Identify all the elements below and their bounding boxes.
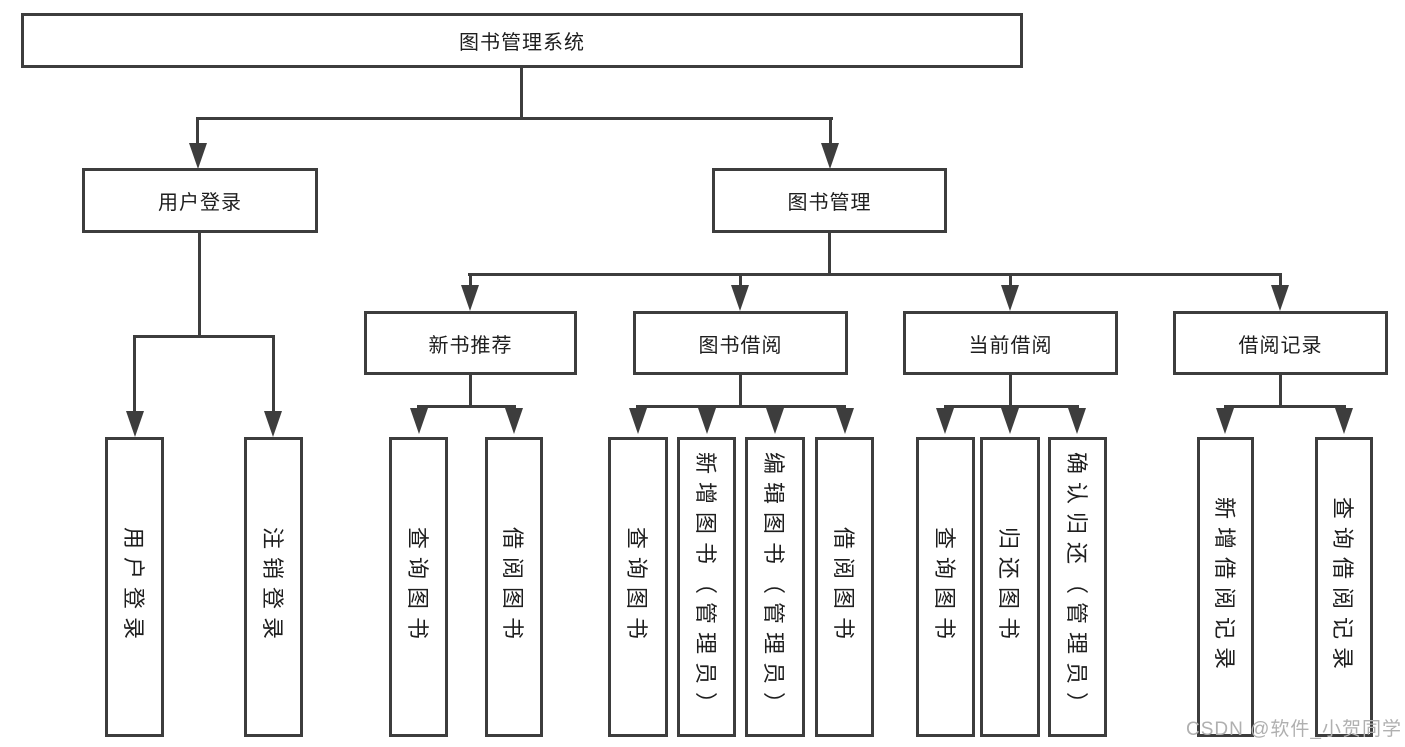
- csdn-watermark: CSDN @软件_小贺同学: [1186, 719, 1402, 740]
- leaf-label: 注销登录: [259, 526, 285, 648]
- leaf-label: 查询图书: [404, 526, 430, 648]
- node-current-borrowing: 当前借阅: [903, 311, 1118, 375]
- arrowhead-to-book-management: [821, 143, 839, 169]
- node-borrowing-records-label: 借阅记录: [1238, 334, 1323, 357]
- arrowhead-to-leaf-user-login: [126, 411, 144, 437]
- connector-sec0-bar: [417, 405, 516, 408]
- connector-book-mgmt-bar: [468, 273, 1282, 276]
- connector-drop-book-borrowing: [739, 273, 742, 287]
- leaf-label: 借阅图书: [830, 526, 856, 648]
- node-new-book-recommendation: 新书推荐: [364, 311, 577, 375]
- connector-root-drop-right: [829, 117, 832, 145]
- leaf-edit-books-admin: 编辑图书（管理员）: [745, 437, 805, 737]
- leaf-query-books-recommend: 查询图书: [389, 437, 448, 737]
- arrowhead-to-leaf-logout: [264, 411, 282, 437]
- connector-sec3-bar: [1224, 405, 1346, 408]
- connector-root-stem: [520, 68, 523, 117]
- leaf-add-borrow-record: 新增借阅记录: [1197, 437, 1254, 737]
- arrowhead-sec2-leaf-2: [1001, 408, 1019, 434]
- leaf-return-books: 归还图书: [980, 437, 1040, 737]
- connector-drop-borrowing-records: [1279, 273, 1282, 287]
- arrowhead-sec1-leaf-3: [766, 408, 784, 434]
- connector-user-login-stem: [198, 233, 201, 335]
- connector-root-drop-left: [196, 117, 199, 145]
- leaf-label: 编辑图书（管理员）: [761, 451, 787, 723]
- leaf-label: 查询图书: [931, 526, 957, 648]
- leaf-label: 新增图书（管理员）: [692, 451, 718, 723]
- connector-sec3-stem: [1279, 374, 1282, 408]
- arrowhead-to-book-borrowing: [731, 285, 749, 311]
- leaf-borrow-books-borrowing: 借阅图书: [815, 437, 874, 737]
- node-new-book-recommendation-label: 新书推荐: [428, 334, 513, 357]
- leaf-label: 查询图书: [624, 526, 650, 648]
- arrowhead-sec2-leaf-1: [936, 408, 954, 434]
- connector-user-login-drop-2: [272, 335, 275, 412]
- leaf-confirm-return-admin: 确认归还（管理员）: [1048, 437, 1107, 737]
- node-current-borrowing-label: 当前借阅: [968, 334, 1053, 357]
- arrowhead-sec1-leaf-2: [698, 408, 716, 434]
- node-user-login-label: 用户登录: [158, 192, 242, 214]
- leaf-user-login: 用户登录: [105, 437, 164, 737]
- connector-sec2-stem: [1009, 374, 1012, 408]
- node-book-borrowing: 图书借阅: [633, 311, 848, 375]
- leaf-label: 归还图书: [996, 526, 1022, 648]
- arrowhead-sec3-leaf-1: [1216, 408, 1234, 434]
- connector-sec1-stem: [739, 374, 742, 408]
- arrowhead-sec3-leaf-2: [1335, 408, 1353, 434]
- node-root: 图书管理系统: [21, 13, 1023, 68]
- leaf-borrow-books-recommend: 借阅图书: [485, 437, 543, 737]
- leaf-label: 查询借阅记录: [1330, 496, 1356, 678]
- arrowhead-to-new-books: [461, 285, 479, 311]
- node-book-borrowing-label: 图书借阅: [698, 334, 783, 357]
- connector-sec0-stem: [469, 374, 472, 408]
- leaf-label: 新增借阅记录: [1211, 496, 1237, 678]
- leaf-query-borrow-record: 查询借阅记录: [1315, 437, 1373, 737]
- connector-root-bar: [196, 117, 833, 120]
- leaf-label: 确认归还（管理员）: [1063, 451, 1089, 723]
- arrowhead-sec1-leaf-1: [629, 408, 647, 434]
- arrowhead-to-current-borrowing: [1001, 285, 1019, 311]
- arrowhead-sec0-leaf-1: [410, 408, 428, 434]
- connector-user-login-bar: [133, 335, 275, 338]
- connector-drop-new-books: [469, 273, 472, 287]
- node-root-label: 图书管理系统: [459, 32, 585, 54]
- connector-sec2-bar: [944, 405, 1079, 408]
- node-book-management: 图书管理: [712, 168, 947, 233]
- leaf-add-books-admin: 新增图书（管理员）: [677, 437, 736, 737]
- leaf-query-books-current: 查询图书: [916, 437, 975, 737]
- node-user-login: 用户登录: [82, 168, 318, 233]
- arrowhead-to-borrowing-records: [1271, 285, 1289, 311]
- node-book-management-label: 图书管理: [787, 192, 872, 214]
- connector-book-mgmt-stem: [828, 233, 831, 275]
- arrowhead-sec2-leaf-3: [1068, 408, 1086, 434]
- connector-drop-current-borrowing: [1009, 273, 1012, 287]
- leaf-label: 借阅图书: [500, 526, 526, 648]
- node-borrowing-records: 借阅记录: [1173, 311, 1388, 375]
- connector-user-login-drop-1: [133, 335, 136, 412]
- leaf-query-books-borrowing: 查询图书: [608, 437, 668, 737]
- connector-sec1-bar: [636, 405, 846, 408]
- arrowhead-to-user-login: [189, 143, 207, 169]
- leaf-label: 用户登录: [120, 526, 146, 648]
- arrowhead-sec1-leaf-4: [836, 408, 854, 434]
- arrowhead-sec0-leaf-2: [505, 408, 523, 434]
- leaf-logout: 注销登录: [244, 437, 303, 737]
